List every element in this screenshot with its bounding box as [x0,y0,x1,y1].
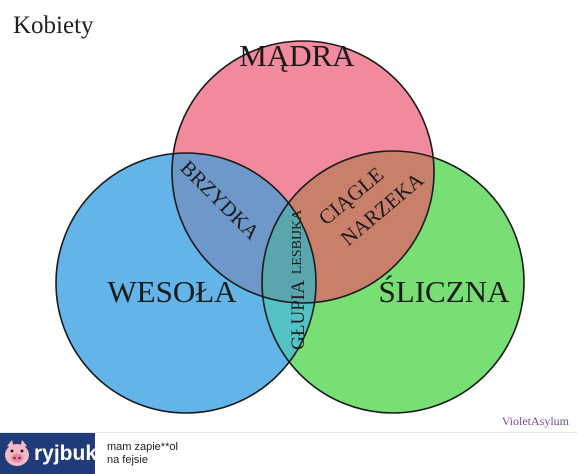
venn-diagram: MĄDRA WESOŁA ŚLICZNA BRZYDKA CIĄGLE NARZ… [55,38,570,428]
caption-line-1: mam zapie**ol [107,441,178,453]
diagram-title: Kobiety [13,12,94,39]
wesola-label: WESOŁA [107,274,237,309]
footer-bar: ryjbuk mam zapie**ol na fejsie [0,432,577,474]
pig-mascot-icon [5,440,29,466]
lesbijka-label: LESBIJKA [290,209,305,274]
madra-label: MĄDRA [239,38,355,73]
sliczna-label: ŚLICZNA [379,274,511,309]
logo-text: ryjbuk [34,442,95,465]
caption-line-2: na fejsie [107,454,148,466]
glupia-label: GŁUPIA [288,280,309,350]
footer-caption: mam zapie**ol na fejsie [107,441,178,467]
watermark: VioletAsylum [502,414,570,428]
ryjbuk-logo[interactable]: ryjbuk [0,433,95,474]
